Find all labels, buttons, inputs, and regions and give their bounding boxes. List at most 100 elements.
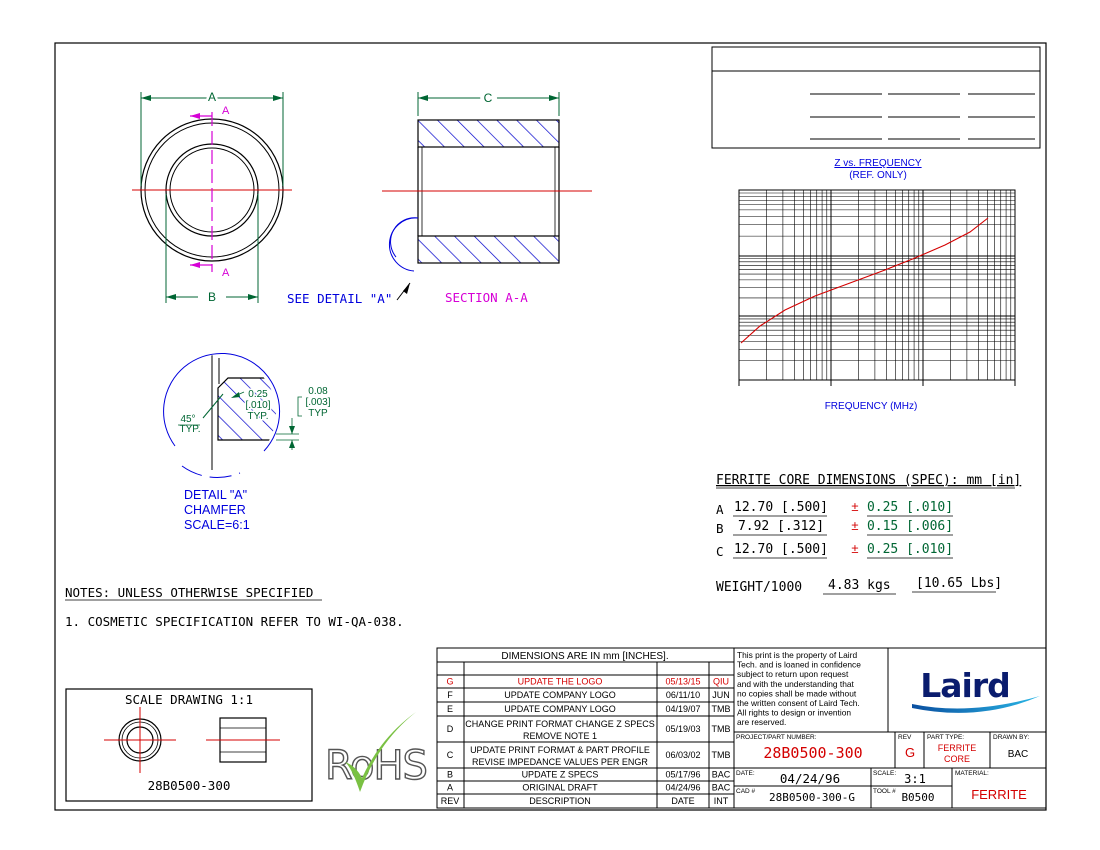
part-type-label: PART TYPE:: [927, 734, 964, 741]
cad-label: CAD #: [736, 788, 756, 795]
rev-value: G: [905, 745, 915, 760]
rev-desc: UPDATE Z SPECS: [522, 770, 599, 780]
rev-letter: E: [447, 704, 453, 714]
rev-date: 05/13/15: [665, 677, 700, 687]
rev-desc-2: REMOVE NOTE 1: [523, 731, 597, 741]
signature-box: [711, 46, 1041, 149]
scale-box-title: SCALE DRAWING 1:1: [125, 692, 253, 707]
scale-value: 3:1: [904, 772, 926, 786]
spec-letter: A: [716, 502, 724, 517]
spec-heading: FERRITE CORE DIMENSIONS (SPEC): mm [in]: [716, 473, 1021, 488]
rev-initials: JUN: [712, 690, 730, 700]
detail-chamfer-dim-in: [.010]: [245, 400, 270, 411]
detail-angle-typ: TYP.: [180, 424, 201, 435]
weight-label: WEIGHT/1000: [716, 580, 802, 595]
drawn-by: BAC: [1008, 749, 1029, 760]
cad-value: 28B0500-300-G: [769, 791, 855, 804]
property-line: no copies shall be made without: [737, 688, 857, 698]
spec-letter: B: [716, 521, 724, 536]
rev-date: 05/19/03: [665, 724, 700, 734]
detail-edge-typ: TYP: [308, 408, 328, 419]
project-label: PROJECT/PART NUMBER:: [736, 734, 817, 741]
dim-b-label: B: [208, 290, 216, 304]
spec-plus-minus: ±: [851, 541, 858, 556]
rev-col-date: DATE: [671, 796, 694, 806]
section-label: SECTION A-A: [445, 290, 528, 305]
rev-initials: QIU: [713, 677, 729, 687]
section-mark-bottom: A: [222, 267, 230, 279]
impedance-curve: [740, 217, 989, 344]
spec-plus-minus: ±: [851, 499, 858, 514]
title-block: [733, 647, 1047, 809]
dim-c-label: C: [484, 91, 493, 105]
detail-angle: 45°: [180, 414, 195, 425]
rev-initials: TMB: [712, 724, 731, 734]
rev-initials: TMB: [712, 750, 731, 760]
revision-row: C UPDATE PRINT FORMAT & PART PROFILE REVIS…: [437, 745, 734, 769]
section-view: [382, 92, 592, 301]
see-detail-label: SEE DETAIL "A": [287, 291, 392, 306]
spec-value: 12.70 [.500]: [734, 500, 828, 515]
rev-date: 06/03/02: [665, 750, 700, 760]
rev-letter: F: [447, 690, 453, 700]
rev-date: 04/24/96: [665, 783, 700, 793]
graph-title: Z vs. FREQUENCY: [834, 158, 922, 169]
rev-letter: D: [447, 724, 454, 734]
section-mark-top: A: [222, 105, 230, 117]
rev-label: REV: [898, 734, 912, 741]
weight-lb: [10.65 Lbs]: [916, 576, 1002, 591]
rev-desc-2: REVISE IMPEDANCE VALUES PER ENGR: [472, 757, 648, 767]
tool-value: B0500: [901, 791, 934, 804]
note-1: 1. COSMETIC SPECIFICATION REFER TO WI-QA…: [65, 614, 404, 629]
rev-desc: UPDATE PRINT FORMAT & PART PROFILE: [470, 745, 650, 755]
detail-edge-dim-in: [.003]: [305, 397, 330, 408]
property-line: This print is the property of Laird: [737, 650, 857, 660]
property-line: and with the understanding that: [737, 679, 855, 689]
rev-letter: A: [447, 783, 453, 793]
graph-subtitle: (REF. ONLY): [849, 170, 907, 181]
rev-desc: CHANGE PRINT FORMAT CHANGE Z SPECS: [465, 719, 655, 729]
rev-desc: ORIGINAL DRAFT: [522, 783, 598, 793]
rev-letter: B: [447, 770, 453, 780]
drawn-by-label: DRAWN BY:: [993, 734, 1029, 741]
sheet-border: [54, 42, 1047, 811]
date-value: 04/24/96: [780, 771, 840, 786]
spec-letter: C: [716, 544, 724, 559]
rev-col-desc: DESCRIPTION: [529, 796, 591, 806]
scale-box-part: 28B0500-300: [148, 778, 231, 793]
spec-tolerance: 0.25 [.010]: [867, 542, 953, 557]
rev-desc: UPDATE COMPANY LOGO: [504, 704, 616, 714]
part-type-1: FERRITE: [938, 743, 977, 753]
rev-col-rev: REV: [441, 796, 460, 806]
rev-desc: UPDATE COMPANY LOGO: [504, 690, 616, 700]
dim-a-label: A: [208, 90, 216, 104]
laird-logo: Laird: [920, 666, 1010, 705]
part-type-2: CORE: [944, 754, 970, 764]
rev-table-header: DIMENSIONS ARE IN mm [INCHES].: [501, 651, 668, 662]
scale-drawing-box: [65, 688, 313, 802]
spec-plus-minus: ±: [851, 518, 858, 533]
date-label: DATE:: [736, 770, 755, 777]
project-number: 28B0500-300: [763, 744, 862, 762]
spec-value: 7.92 [.312]: [738, 519, 824, 534]
rev-desc: UPDATE THE LOGO: [518, 677, 603, 687]
detail-chamfer-dim: 0.25: [248, 389, 268, 400]
rev-date: 05/17/96: [665, 770, 700, 780]
rev-date: 04/19/07: [665, 704, 700, 714]
weight-kg: 4.83 kgs: [828, 578, 891, 593]
detail-edge-dim: 0.08: [308, 386, 328, 397]
property-line: are reserved.: [737, 717, 786, 727]
property-line: subject to return upon request: [737, 669, 849, 679]
graph-xlabel: FREQUENCY (MHz): [825, 401, 918, 412]
detail-title: DETAIL "A": [184, 488, 247, 502]
z-vs-frequency-graph: [738, 189, 1016, 386]
rev-letter: C: [447, 750, 454, 760]
